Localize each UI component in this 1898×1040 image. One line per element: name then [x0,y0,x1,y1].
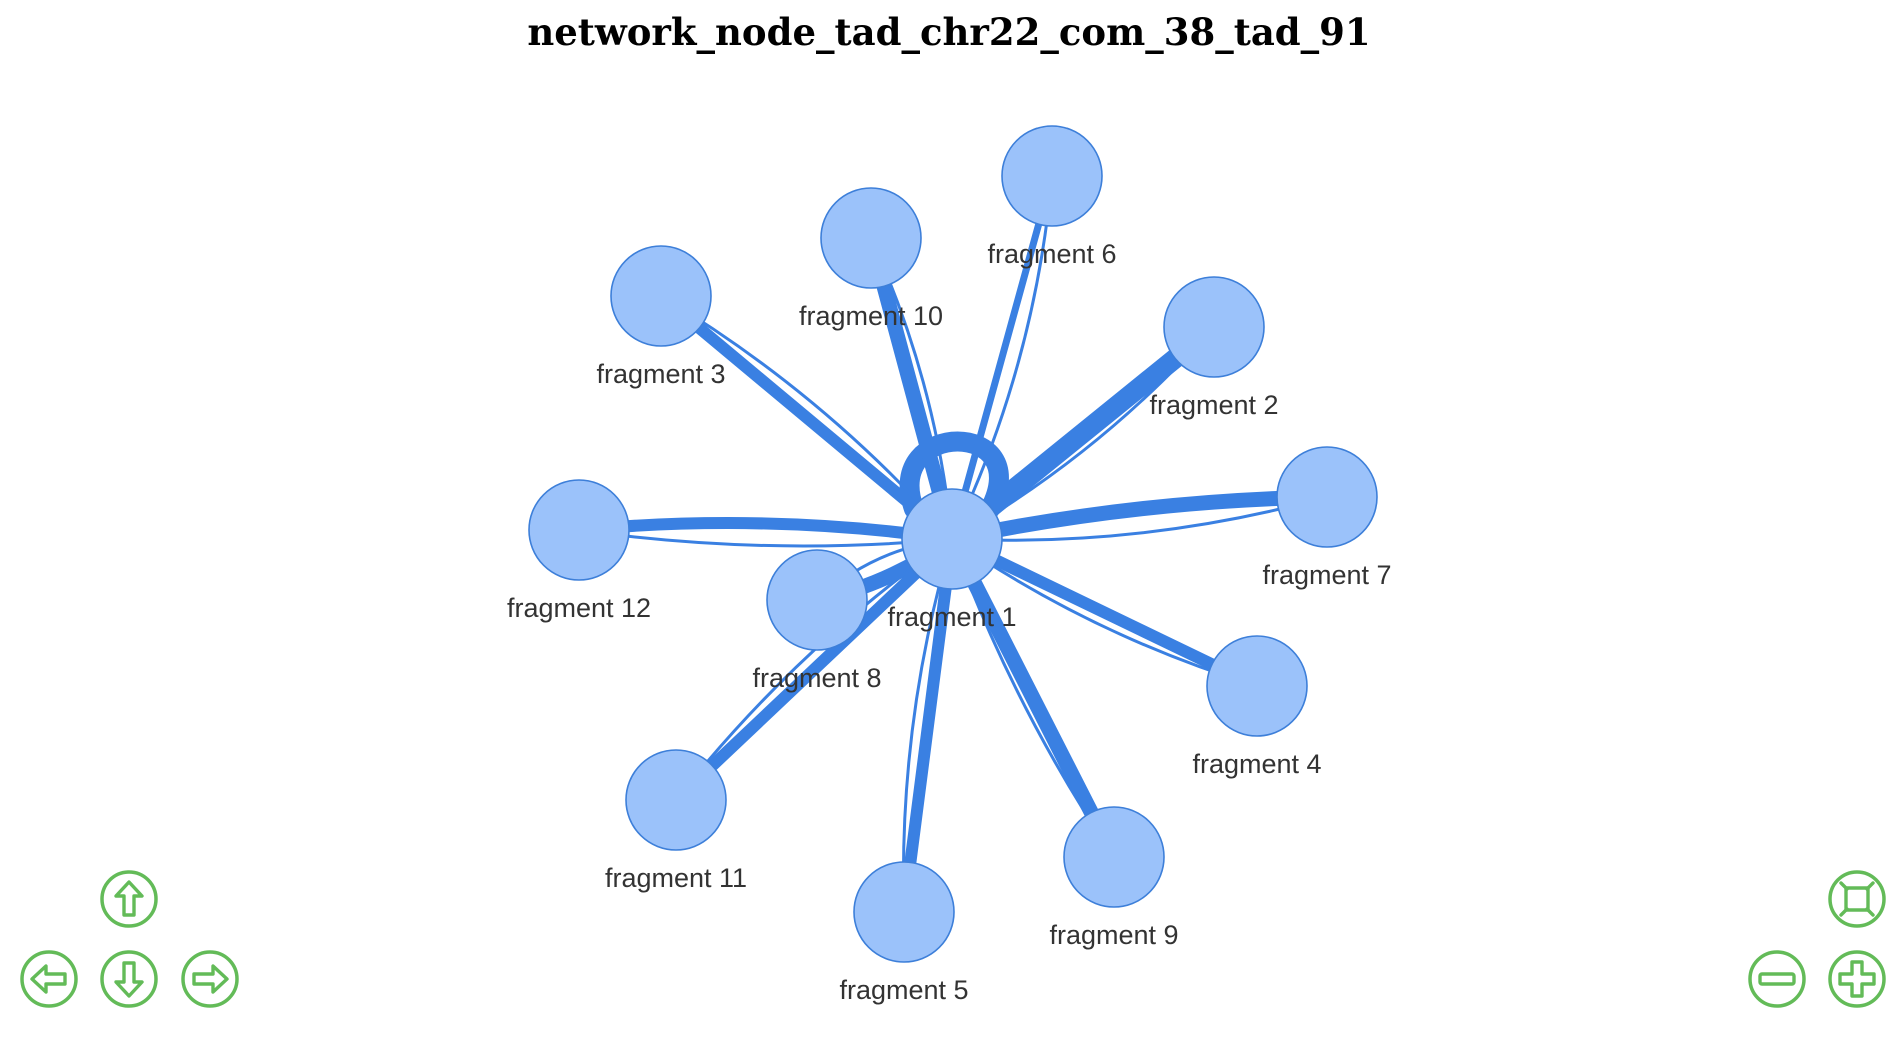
node-f11[interactable]: fragment 11 [605,749,747,893]
node-f5[interactable]: fragment 5 [839,861,969,1005]
zoom-out-button[interactable] [1748,950,1806,1008]
node-label: fragment 3 [596,359,725,389]
edge-f1-f6[interactable] [950,174,1054,541]
node-circle[interactable] [610,245,712,347]
node-label: fragment 8 [752,663,881,693]
node-label: fragment 11 [605,863,747,893]
zoom-extends-button[interactable] [1828,870,1886,928]
node-label: fragment 9 [1049,920,1178,950]
pan-down-button[interactable] [100,950,158,1008]
node-circle[interactable] [1001,125,1103,227]
edge-f1-f3[interactable] [659,294,954,541]
edge-f1-f9[interactable] [944,531,1122,865]
node-f6[interactable]: fragment 6 [987,125,1117,269]
node-label: fragment 1 [887,602,1016,632]
node-f4[interactable]: fragment 4 [1192,635,1322,779]
node-circle[interactable] [853,861,955,963]
edge-f1-f11[interactable] [674,537,954,802]
node-f1[interactable]: fragment 1 [887,488,1017,632]
node-f12[interactable]: fragment 12 [507,479,651,623]
page-title: network_node_tad_chr22_com_38_tad_91 [527,10,1371,54]
zoom-extends-icon [1828,870,1886,928]
node-label: fragment 2 [1149,390,1278,420]
pan-right-button[interactable] [181,950,239,1008]
node-f8[interactable]: fragment 8 [752,549,882,693]
arrow-down-icon [100,950,158,1008]
node-circle[interactable] [1276,446,1378,548]
zoom-in-button[interactable] [1828,950,1886,1008]
node-f7[interactable]: fragment 7 [1262,446,1392,590]
arrow-up-icon [100,870,158,928]
pan-left-button[interactable] [20,950,78,1008]
node-label: fragment 4 [1192,749,1321,779]
arrow-left-icon [20,950,78,1008]
pan-up-button[interactable] [100,870,158,928]
edge-f1-f5[interactable] [898,533,958,918]
node-circle[interactable] [901,488,1003,590]
node-circle[interactable] [528,479,630,581]
node-label: fragment 6 [987,239,1116,269]
node-label: fragment 10 [799,301,943,331]
node-circle[interactable] [1063,806,1165,908]
node-f9[interactable]: fragment 9 [1049,806,1179,950]
edge-f1-f1[interactable] [899,431,1009,519]
node-f2[interactable]: fragment 2 [1149,276,1279,420]
node-layer: fragment 1 fragment 2 fragment 3 fragment 4… [507,125,1392,1005]
node-circle[interactable] [625,749,727,851]
zoom-out-icon [1748,950,1806,1008]
node-label: fragment 7 [1262,560,1391,590]
node-circle[interactable] [766,549,868,651]
zoom-in-icon [1828,950,1886,1008]
node-circle[interactable] [1206,635,1308,737]
node-label: fragment 5 [839,975,968,1005]
arrow-right-icon [181,950,239,1008]
node-circle[interactable] [820,187,922,289]
node-label: fragment 12 [507,593,651,623]
node-f10[interactable]: fragment 10 [799,187,943,331]
node-circle[interactable] [1163,276,1265,378]
node-f3[interactable]: fragment 3 [596,245,726,389]
